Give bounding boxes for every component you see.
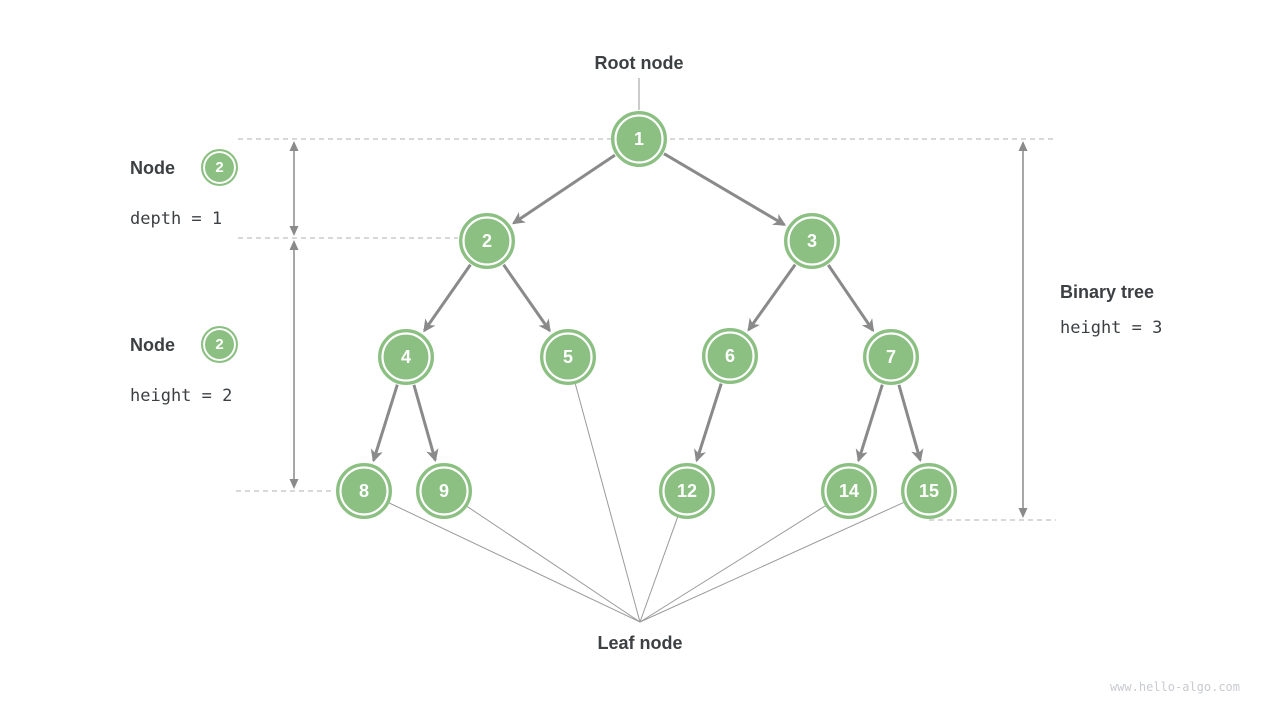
tree-node-value-14: 14 bbox=[839, 481, 859, 501]
tree-node-disc-2 bbox=[459, 213, 515, 269]
measure-arrow-down-icon-1 bbox=[289, 226, 299, 236]
tree-node-ring-5 bbox=[543, 332, 593, 382]
tree-node-ring-2 bbox=[462, 216, 512, 266]
tree-node-ring-6 bbox=[705, 331, 755, 381]
tree-node-disc-9 bbox=[416, 463, 472, 519]
tree-node-ring-15 bbox=[904, 466, 954, 516]
tree-node-disc-7 bbox=[863, 329, 919, 385]
tree-edge-3-7 bbox=[827, 264, 875, 333]
tree-node-value-4: 4 bbox=[401, 347, 411, 367]
depth-legend-caption: depth = 1 bbox=[130, 209, 223, 229]
height-legend-caption: height = 2 bbox=[130, 386, 233, 406]
measure-arrow-up-icon-1 bbox=[289, 141, 299, 151]
tree-node-ring-8 bbox=[339, 466, 389, 516]
tree-node-disc-14 bbox=[821, 463, 877, 519]
tree-node-disc-12 bbox=[659, 463, 715, 519]
tree-node-value-15: 15 bbox=[919, 481, 939, 501]
tree-node-ring-12 bbox=[662, 466, 712, 516]
tree-node-3: 3 bbox=[784, 213, 840, 269]
tree-edge-3-6 bbox=[747, 263, 797, 332]
height-legend-title: Node bbox=[130, 335, 175, 355]
tree-node-disc-8 bbox=[336, 463, 392, 519]
tree-node-value-1: 1 bbox=[634, 129, 644, 149]
tree-node-5: 5 bbox=[540, 329, 596, 385]
tree-edge-2-5 bbox=[502, 263, 551, 333]
tree-node-value-8: 8 bbox=[359, 481, 369, 501]
leaf-node-label: Leaf node bbox=[597, 633, 683, 653]
tree-node-ring-3 bbox=[787, 216, 837, 266]
tree-node-1: 1 bbox=[611, 111, 667, 167]
tree-node-value-3: 3 bbox=[807, 231, 817, 251]
measure-arrow-down-icon-3 bbox=[1018, 508, 1028, 518]
tree-node-disc-4 bbox=[378, 329, 434, 385]
tree-edge-1-2 bbox=[512, 153, 616, 225]
leaf-line-8 bbox=[389, 502, 641, 623]
tree-node-disc-3 bbox=[784, 213, 840, 269]
depth-legend-badge-node: 2 bbox=[201, 149, 238, 186]
measure-arrow-2 bbox=[289, 240, 299, 489]
measure-arrow-up-icon-3 bbox=[1018, 141, 1028, 151]
measure-arrow-1 bbox=[289, 141, 299, 236]
tree-node-ring-7 bbox=[866, 332, 916, 382]
tree-node-7: 7 bbox=[863, 329, 919, 385]
tree-node-ring-14 bbox=[824, 466, 874, 516]
tree-node-value-5: 5 bbox=[563, 347, 573, 367]
tree-node-disc-1 bbox=[611, 111, 667, 167]
tree-node-ring-1 bbox=[614, 114, 664, 164]
tree-node-ring-4 bbox=[381, 332, 431, 382]
tree-node-value-12: 12 bbox=[677, 481, 697, 501]
tree-node-6: 6 bbox=[702, 328, 758, 384]
tree-node-ring-9 bbox=[419, 466, 469, 516]
tree-node-8: 8 bbox=[336, 463, 392, 519]
tree-height-caption: height = 3 bbox=[1060, 318, 1163, 338]
tree-edge-7-14 bbox=[855, 384, 884, 463]
measure-arrow-down-icon-2 bbox=[289, 479, 299, 489]
leaf-line-5 bbox=[574, 383, 641, 623]
leaf-line-12 bbox=[639, 517, 679, 623]
measure-arrow-3 bbox=[1018, 141, 1028, 518]
tree-node-14: 14 bbox=[821, 463, 877, 519]
tree-edge-7-15 bbox=[897, 384, 924, 463]
depth-legend-title: Node bbox=[130, 158, 175, 178]
tree-node-disc-15 bbox=[901, 463, 957, 519]
measure-arrow-up-icon-2 bbox=[289, 240, 299, 250]
tree-node-4: 4 bbox=[378, 329, 434, 385]
tree-node-9: 9 bbox=[416, 463, 472, 519]
watermark: www.hello-algo.com bbox=[1109, 680, 1240, 694]
tree-node-value-9: 9 bbox=[439, 481, 449, 501]
tree-edge-2-4 bbox=[423, 263, 472, 333]
tree-node-value-2: 2 bbox=[482, 231, 492, 251]
tree-node-12: 12 bbox=[659, 463, 715, 519]
tree-node-15: 15 bbox=[901, 463, 957, 519]
tree-edge-4-9 bbox=[412, 384, 439, 463]
tree-edge-1-3 bbox=[663, 152, 787, 227]
leaf-line-9 bbox=[467, 506, 641, 623]
tree-height-title: Binary tree bbox=[1060, 282, 1155, 302]
root-node-label: Root node bbox=[594, 53, 684, 73]
leaf-line-15 bbox=[639, 502, 904, 623]
tree-node-value-6: 6 bbox=[725, 346, 735, 366]
leaf-line-14 bbox=[639, 505, 826, 623]
tree-node-value-7: 7 bbox=[886, 347, 896, 367]
height-legend-badge-node: 2 bbox=[201, 326, 238, 363]
tree-edge-4-8 bbox=[370, 384, 399, 463]
tree-node-disc-6 bbox=[702, 328, 758, 384]
tree-edge-6-12 bbox=[693, 383, 723, 463]
tree-node-disc-5 bbox=[540, 329, 596, 385]
tree-node-2: 2 bbox=[459, 213, 515, 269]
